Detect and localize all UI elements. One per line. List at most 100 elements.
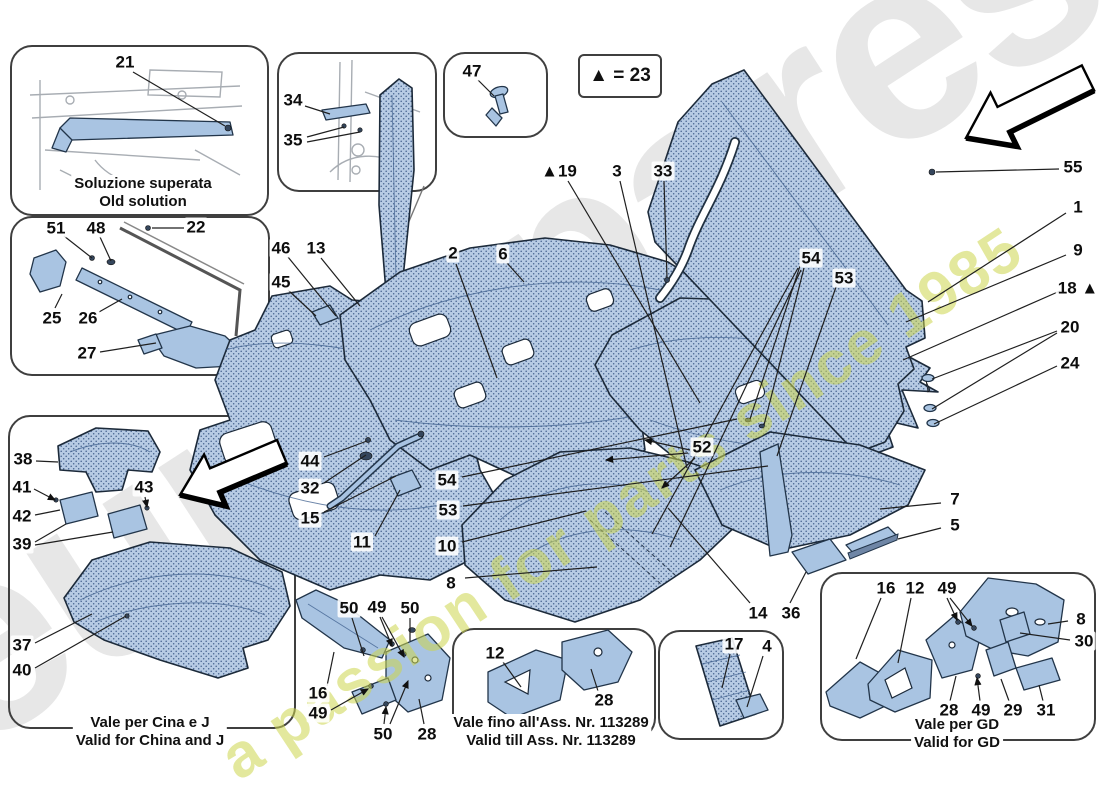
caption-line: Old solution bbox=[99, 193, 187, 210]
leader-line-39 bbox=[34, 523, 67, 543]
caption-china: Vale per Cina e J Valid for China and J bbox=[72, 714, 228, 750]
bulkhead-mat-1 bbox=[647, 69, 936, 454]
leader-line-49 bbox=[974, 676, 982, 702]
gd-brackets bbox=[825, 577, 1065, 719]
callout-25: 25 bbox=[40, 308, 64, 328]
clips-20-24 bbox=[744, 373, 940, 429]
callout-8: 8 bbox=[444, 573, 458, 593]
callout-49: 49 bbox=[969, 700, 993, 720]
callout-11: 11 bbox=[351, 532, 373, 552]
leader-line-53 bbox=[776, 286, 837, 457]
bracket-4 bbox=[735, 693, 769, 719]
screw-55 bbox=[928, 168, 936, 176]
leader-line-54 bbox=[669, 269, 802, 548]
callout-24: 24 bbox=[1058, 353, 1082, 373]
inset-sill-parts bbox=[10, 216, 270, 376]
caption-line: Valid till Ass. Nr. 113289 bbox=[466, 732, 636, 749]
leader-line-45 bbox=[287, 289, 317, 317]
leader-line-29 bbox=[1000, 678, 1010, 702]
flap-39 bbox=[107, 504, 148, 539]
callout-50: 50 bbox=[371, 724, 395, 744]
leader-line-49 bbox=[381, 616, 405, 659]
leader-line-50 bbox=[389, 679, 409, 725]
mat-17-art bbox=[695, 637, 769, 727]
screw-22 bbox=[145, 225, 151, 231]
callout-45: 45 bbox=[269, 272, 293, 292]
leader-line-54 bbox=[749, 265, 801, 420]
bracket-34 bbox=[321, 103, 371, 121]
leader-line-5 bbox=[897, 527, 942, 540]
leader-line-55 bbox=[935, 168, 1060, 173]
leader-line-7 bbox=[879, 502, 942, 510]
leader-line-46 bbox=[287, 256, 337, 317]
leader-line-32 bbox=[323, 454, 367, 484]
callout-18: 18 ▲ bbox=[1055, 278, 1100, 298]
callout-27: 27 bbox=[75, 343, 99, 363]
leader-line-24 bbox=[933, 365, 1058, 425]
old-solution-art bbox=[29, 69, 243, 201]
leader-line-44 bbox=[323, 440, 368, 458]
leader-line-16 bbox=[855, 597, 882, 660]
callout-42: 42 bbox=[10, 506, 34, 526]
leader-line-25 bbox=[54, 293, 63, 309]
old-crossbar-21 bbox=[51, 117, 234, 153]
leader-line-28 bbox=[418, 698, 425, 725]
leader-line-3 bbox=[619, 180, 688, 469]
callout-43: 43 bbox=[132, 477, 156, 497]
caption-ass-nr: Vale fino all'Ass. Nr. 113289 Valid till… bbox=[450, 714, 652, 750]
callout-14: 14 bbox=[746, 603, 770, 623]
leader-line-1 bbox=[927, 212, 1067, 303]
inset-clip-47 bbox=[443, 52, 548, 138]
leader-line-36 bbox=[789, 571, 807, 604]
callout-22: 22 bbox=[184, 217, 208, 237]
callout-53: 53 bbox=[436, 500, 460, 520]
caption-line: Valid for GD bbox=[914, 734, 1000, 751]
leader-line-27 bbox=[99, 342, 157, 353]
grommet-48 bbox=[106, 258, 116, 266]
callout-1: 1 bbox=[1071, 197, 1085, 217]
callout-34: 34 bbox=[281, 90, 305, 110]
sill-strip-5 bbox=[845, 526, 899, 560]
direction-arrow-top-right bbox=[964, 63, 1096, 150]
leader-line-54 bbox=[763, 267, 805, 426]
pad-36 bbox=[791, 538, 847, 575]
leader-line-42 bbox=[34, 509, 61, 516]
callout-29: 29 bbox=[1001, 700, 1025, 720]
callout-5: 5 bbox=[948, 515, 962, 535]
callout-30: 30 bbox=[1072, 631, 1096, 651]
callout-53: 53 bbox=[832, 268, 856, 288]
callout-28: 28 bbox=[937, 700, 961, 720]
leader-line-26 bbox=[98, 298, 123, 313]
inset-old-solution bbox=[10, 45, 269, 216]
leader-line-52 bbox=[604, 452, 689, 463]
leader-line-51 bbox=[63, 235, 93, 259]
leader-line-34 bbox=[304, 105, 331, 115]
callout-26: 26 bbox=[76, 308, 100, 328]
leader-line-49 bbox=[330, 688, 370, 711]
leader-line-33 bbox=[663, 180, 668, 279]
callout-33: 33 bbox=[651, 161, 675, 181]
leader-line-28 bbox=[590, 668, 599, 692]
callout-54: 54 bbox=[435, 470, 459, 490]
leader-line-18 ▲ bbox=[902, 290, 1061, 361]
leader-line-49 bbox=[379, 616, 393, 648]
tunnel-mat-38 bbox=[57, 427, 161, 493]
callout-12: 12 bbox=[903, 578, 927, 598]
leader-line-28 bbox=[949, 675, 957, 702]
bracket-53 bbox=[759, 443, 793, 557]
leader-line-41 bbox=[33, 488, 57, 501]
leader-line-35 bbox=[306, 131, 361, 143]
leader-line-17 bbox=[721, 653, 731, 689]
leader-line-8 bbox=[464, 566, 598, 579]
leader-line-13 bbox=[320, 257, 361, 307]
leader-line-30 bbox=[1019, 632, 1071, 641]
callout-9: 9 bbox=[1071, 240, 1085, 260]
leader-line-39 bbox=[34, 531, 114, 546]
leader-line-52 bbox=[661, 457, 696, 489]
callout-49: 49 bbox=[365, 597, 389, 617]
callout-49: 49 bbox=[935, 578, 959, 598]
leader-line-53 bbox=[462, 465, 769, 507]
callout-50: 50 bbox=[398, 598, 422, 618]
callout-28: 28 bbox=[415, 724, 439, 744]
